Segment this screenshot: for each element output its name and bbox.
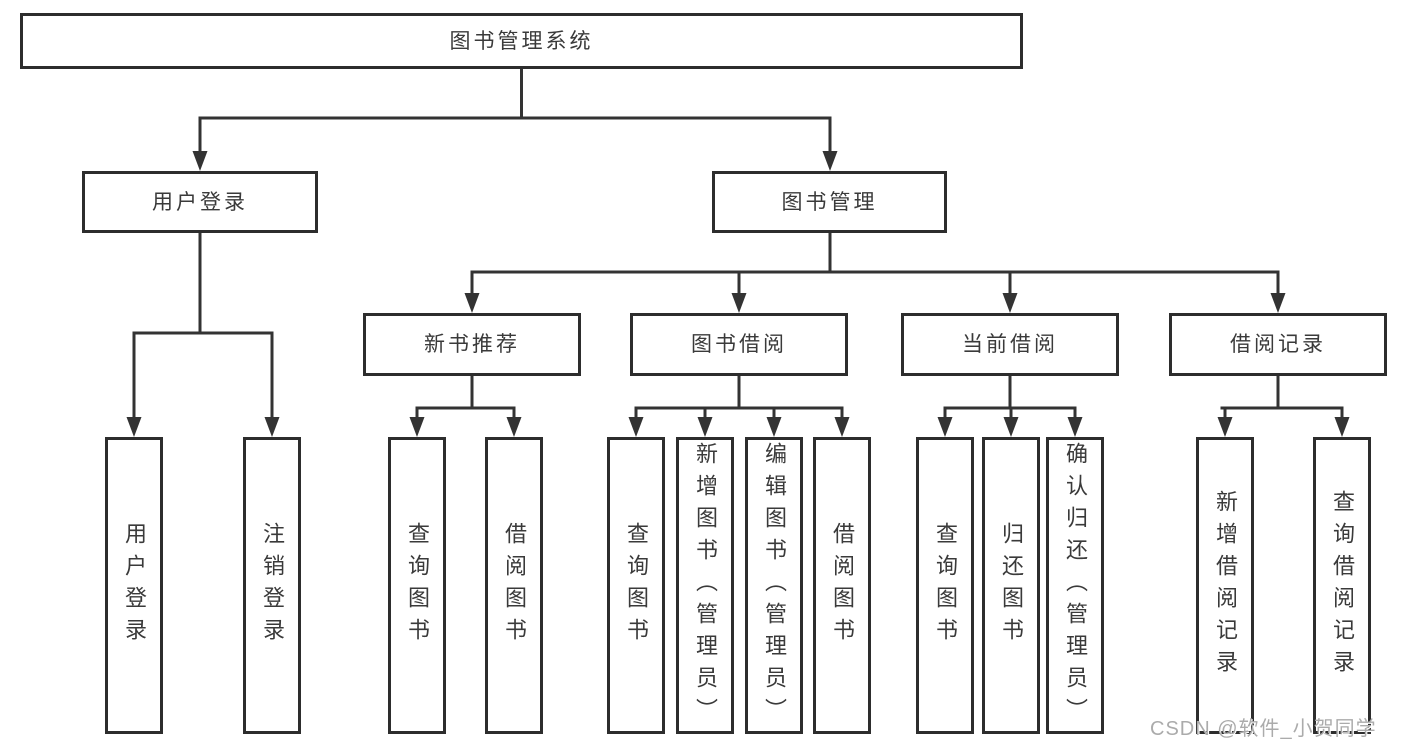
node-leaf-newbooks-query-label: 查询图书 bbox=[405, 521, 430, 650]
node-leaf-newbooks-borrow: 借阅图书 bbox=[485, 437, 543, 734]
node-leaf-borrow-borrow-label: 借阅图书 bbox=[830, 521, 855, 650]
node-leaf-records-add: 新增借阅记录 bbox=[1196, 437, 1254, 734]
node-leaf-borrow-edit: 编辑图书（管理员） bbox=[745, 437, 803, 734]
node-leaf-newbooks-borrow-label: 借阅图书 bbox=[502, 521, 527, 650]
arrow-down-icon bbox=[464, 293, 480, 313]
node-root: 图书管理系统 bbox=[20, 13, 1023, 69]
node-user-login: 用户登录 bbox=[82, 171, 318, 233]
node-leaf-current-query-label: 查询图书 bbox=[933, 521, 958, 650]
node-book-mgmt-label: 图书管理 bbox=[781, 190, 878, 214]
node-leaf-newbooks-query: 查询图书 bbox=[388, 437, 446, 734]
node-leaf-logout: 注销登录 bbox=[243, 437, 301, 734]
node-book-borrow-label: 图书借阅 bbox=[691, 333, 787, 356]
connector-book-borrow bbox=[634, 374, 844, 422]
csdn-watermark: CSDN @软件_小贺同学 bbox=[1150, 718, 1377, 740]
arrow-down-icon bbox=[1003, 417, 1019, 437]
node-leaf-borrow-add: 新增图书（管理员） bbox=[676, 437, 734, 734]
node-leaf-user-login-label: 用户登录 bbox=[122, 521, 147, 650]
arrow-down-icon bbox=[822, 151, 838, 171]
node-leaf-current-return-label: 归还图书 bbox=[999, 521, 1024, 650]
node-leaf-records-query: 查询借阅记录 bbox=[1313, 437, 1371, 734]
node-leaf-current-confirm: 确认归还（管理员） bbox=[1046, 437, 1104, 734]
arrow-down-icon bbox=[1217, 417, 1233, 437]
node-leaf-records-query-label: 查询借阅记录 bbox=[1330, 489, 1355, 682]
arrow-down-icon bbox=[1270, 293, 1286, 313]
arrow-down-icon bbox=[628, 417, 644, 437]
node-leaf-borrow-query: 查询图书 bbox=[607, 437, 665, 734]
node-book-borrow: 图书借阅 bbox=[630, 313, 848, 376]
node-borrow-records-label: 借阅记录 bbox=[1230, 333, 1326, 356]
connector-current-borrow bbox=[943, 374, 1077, 422]
node-new-books: 新书推荐 bbox=[363, 313, 581, 376]
node-borrow-records: 借阅记录 bbox=[1169, 313, 1387, 376]
arrow-down-icon bbox=[834, 417, 850, 437]
node-leaf-borrow-add-label: 新增图书（管理员） bbox=[693, 441, 718, 730]
arrow-down-icon bbox=[937, 417, 953, 437]
node-leaf-current-return: 归还图书 bbox=[982, 437, 1040, 734]
arrow-down-icon bbox=[1002, 293, 1018, 313]
node-current-borrow: 当前借阅 bbox=[901, 313, 1119, 376]
node-book-mgmt: 图书管理 bbox=[712, 171, 947, 233]
arrow-down-icon bbox=[731, 293, 747, 313]
node-new-books-label: 新书推荐 bbox=[424, 333, 520, 356]
node-root-label: 图书管理系统 bbox=[449, 29, 594, 53]
node-user-login-label: 用户登录 bbox=[152, 190, 248, 214]
node-leaf-records-add-label: 新增借阅记录 bbox=[1213, 489, 1238, 682]
arrow-down-icon bbox=[409, 417, 425, 437]
arrow-down-icon bbox=[697, 417, 713, 437]
arrow-down-icon bbox=[1067, 417, 1083, 437]
connector-new-books bbox=[415, 374, 516, 422]
arrow-down-icon bbox=[192, 151, 208, 171]
arrow-down-icon bbox=[264, 417, 280, 437]
node-leaf-current-confirm-label: 确认归还（管理员） bbox=[1063, 441, 1088, 730]
connector-root bbox=[198, 66, 832, 156]
node-leaf-logout-label: 注销登录 bbox=[260, 521, 285, 650]
arrow-down-icon bbox=[766, 417, 782, 437]
connector-borrow-records bbox=[1220, 374, 1344, 422]
node-leaf-borrow-edit-label: 编辑图书（管理员） bbox=[762, 441, 787, 730]
arrow-down-icon bbox=[506, 417, 522, 437]
node-leaf-user-login: 用户登录 bbox=[105, 437, 163, 734]
connector-user-login bbox=[132, 230, 274, 422]
node-leaf-borrow-query-label: 查询图书 bbox=[624, 521, 649, 650]
node-leaf-current-query: 查询图书 bbox=[916, 437, 974, 734]
arrow-down-icon bbox=[1334, 417, 1350, 437]
node-current-borrow-label: 当前借阅 bbox=[962, 333, 1058, 356]
connector-book-mgmt bbox=[470, 230, 1280, 298]
node-leaf-borrow-borrow: 借阅图书 bbox=[813, 437, 871, 734]
arrow-down-icon bbox=[126, 417, 142, 437]
